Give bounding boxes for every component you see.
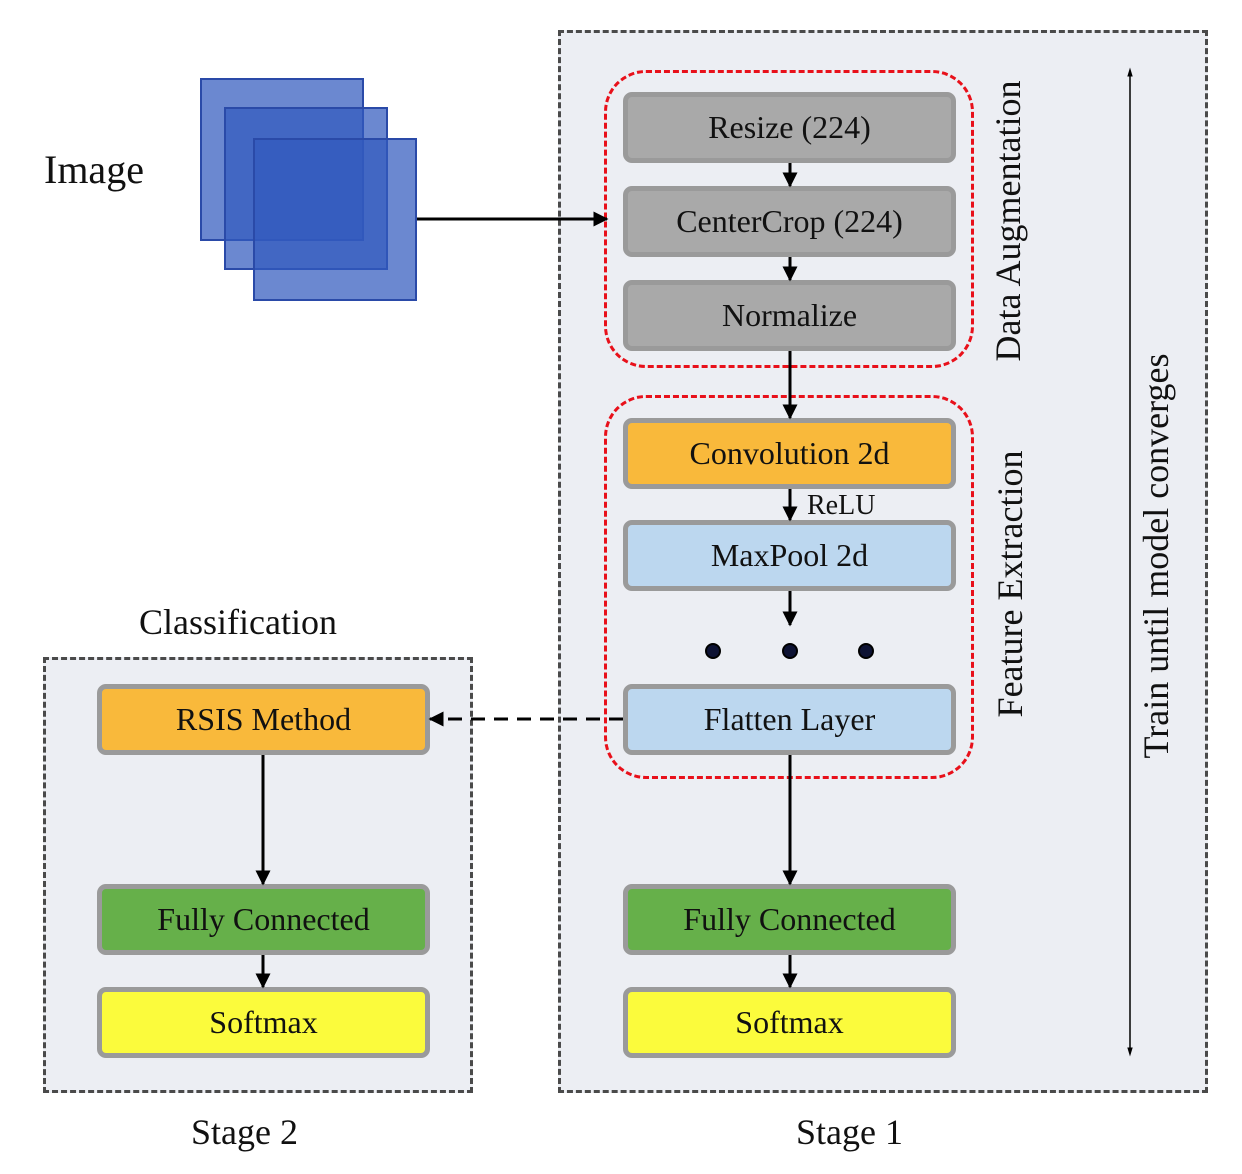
- relu-label: ReLU: [807, 490, 876, 521]
- image-layer-front: [253, 138, 417, 301]
- flatten-box: Flatten Layer: [623, 684, 956, 755]
- image-label: Image: [44, 147, 144, 192]
- data-augmentation-title: Data Augmentation: [988, 80, 1028, 362]
- stage1-caption: Stage 1: [796, 1112, 903, 1152]
- stage1-fully-connected-box: Fully Connected: [623, 884, 956, 955]
- rsis-method-box: RSIS Method: [97, 684, 430, 755]
- centercrop-box: CenterCrop (224): [623, 186, 956, 257]
- train-until-converges-label: Train until model converges: [1136, 353, 1176, 759]
- normalize-box: Normalize: [623, 280, 956, 351]
- stage2-fully-connected-box: Fully Connected: [97, 884, 430, 955]
- ellipsis-dots: [705, 643, 874, 659]
- feature-extraction-title: Feature Extraction: [990, 450, 1030, 718]
- stage1-softmax-box: Softmax: [623, 987, 956, 1058]
- maxpool-box: MaxPool 2d: [623, 520, 956, 591]
- classification-title: Classification: [139, 602, 337, 642]
- convolution-box: Convolution 2d: [623, 418, 956, 489]
- stage2-softmax-box: Softmax: [97, 987, 430, 1058]
- resize-box: Resize (224): [623, 92, 956, 163]
- stage2-caption: Stage 2: [191, 1112, 298, 1152]
